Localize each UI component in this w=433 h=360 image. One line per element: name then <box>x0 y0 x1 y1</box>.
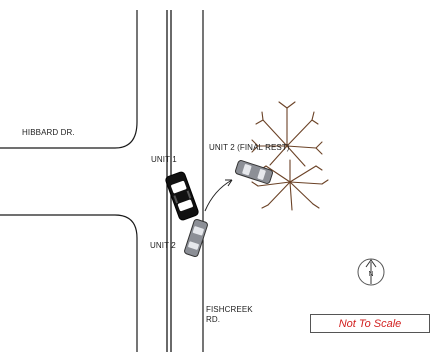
unit-2-vehicle <box>184 218 208 258</box>
hibbard-dr-label: HIBBARD DR. <box>22 128 75 137</box>
unit-2-travel-path <box>204 179 233 212</box>
tree-bottom-icon <box>251 159 329 211</box>
north-letter: N <box>368 271 373 278</box>
unit-2-final-vehicle <box>234 160 274 184</box>
fishcreek-rd-label: FISHCREEK RD. <box>206 305 253 325</box>
path-arrowhead-icon <box>225 179 233 187</box>
unit-2-label: UNIT 2 <box>150 241 176 250</box>
tree-top-icon <box>251 101 323 167</box>
scale-note: Not To Scale <box>338 317 402 330</box>
unit-2-final-label: UNIT 2 (FINAL REST) <box>209 143 290 152</box>
unit-1-label: UNIT 1 <box>151 155 177 164</box>
hibbard-south-corner <box>0 214 138 352</box>
north-arrow-icon: N <box>357 258 385 286</box>
scale-note-box: Not To Scale <box>310 314 430 333</box>
fishcreek-line-2: RD. <box>206 315 221 324</box>
hibbard-north-corner <box>0 121 138 149</box>
unit-1-vehicle <box>165 171 199 221</box>
fishcreek-line-1: FISHCREEK <box>206 305 253 314</box>
